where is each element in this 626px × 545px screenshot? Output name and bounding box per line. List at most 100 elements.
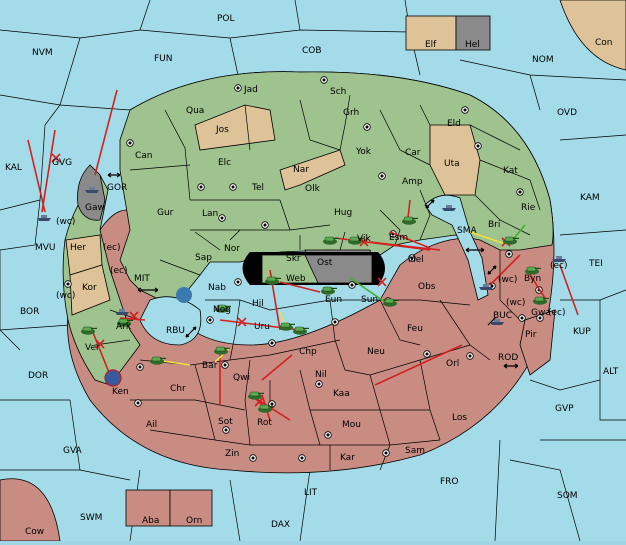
label-fun: FUN: [154, 54, 173, 64]
sea-sma[interactable]: [424, 194, 489, 301]
label-feu: Feu: [407, 324, 423, 334]
label-kup: KUP: [573, 327, 591, 337]
label-tel: Tel: [251, 183, 264, 193]
label-nil: Nil: [315, 370, 327, 380]
label-wc1: (wc): [56, 217, 75, 227]
province-pir[interactable]: [519, 309, 556, 376]
units: [37, 187, 566, 414]
province-kor[interactable]: [69, 264, 111, 316]
label-cow: Cow: [25, 527, 44, 537]
label-web: Web: [286, 274, 306, 284]
label-mit: MIT: [134, 274, 150, 284]
label-tei: TEI: [588, 259, 603, 269]
label-ovd: OVD: [557, 108, 577, 118]
label-ken: Ken: [112, 387, 129, 397]
label-olk: Olk: [305, 184, 321, 194]
label-wc3: (wc): [56, 291, 75, 301]
label-cob: COB: [302, 46, 322, 56]
label-esm: Esm: [389, 233, 408, 243]
label-jad: Jad: [243, 85, 258, 95]
province-elf[interactable]: [405, 15, 457, 51]
label-los: Los: [452, 413, 467, 423]
label-mvu: MVU: [35, 243, 56, 253]
label-gaw: Gaw: [85, 203, 105, 213]
label-nar: Nar: [293, 165, 309, 175]
label-byn: Byn: [524, 274, 541, 284]
province-nar[interactable]: [279, 149, 346, 191]
labels: POL Con Elf Hel NVM FUN COB NOM OVD Jad …: [5, 14, 619, 537]
label-bri: Bri: [488, 220, 500, 230]
province-ost-inner[interactable]: [304, 254, 373, 284]
label-wc4: (wc): [506, 298, 525, 308]
convoy-arrows: [107, 172, 519, 369]
label-kor: Kor: [82, 283, 97, 293]
label-rbu: RBU: [166, 326, 185, 336]
province-jos[interactable]: [194, 104, 276, 151]
province-borders: [94, 94, 541, 471]
label-gwa: Gwa: [531, 308, 551, 318]
label-ost: Ost: [317, 258, 333, 268]
label-ark: Ark: [116, 322, 132, 332]
label-kar: Kar: [340, 453, 355, 463]
label-jos: Jos: [215, 125, 229, 135]
label-her: Her: [70, 243, 86, 253]
label-bor: BOR: [20, 307, 39, 317]
label-orn: Orn: [186, 516, 202, 526]
label-orl: Orl: [446, 359, 459, 369]
label-dor: DOR: [28, 371, 48, 381]
label-kam: KAM: [580, 193, 600, 203]
label-ec1: (ec): [103, 243, 121, 253]
label-kaa: Kaa: [333, 389, 350, 399]
label-rot: Rot: [257, 418, 272, 428]
label-sma: SMA: [457, 226, 477, 236]
label-gor: GOR: [107, 183, 127, 193]
label-ec2: (ec): [110, 266, 128, 276]
label-kat: Kat: [503, 166, 518, 176]
label-ver: Ver: [85, 343, 100, 353]
label-chr: Chr: [170, 384, 186, 394]
label-nog: Nog: [213, 305, 231, 315]
label-mou: Mou: [342, 420, 361, 430]
label-neu: Neu: [367, 347, 385, 357]
label-alt: ALT: [603, 367, 619, 377]
province-aba[interactable]: [125, 489, 171, 527]
label-hug: Hug: [334, 208, 352, 218]
label-ec4: (ec): [548, 308, 566, 318]
label-nvm: NVM: [32, 48, 53, 58]
orders: [27, 89, 579, 421]
label-yok: Yok: [355, 147, 372, 157]
label-amp: Amp: [402, 177, 423, 187]
label-grh: Grh: [343, 108, 359, 118]
label-bar: Bar: [202, 361, 218, 371]
label-hil: Hil: [252, 299, 264, 309]
label-vik: Vik: [357, 234, 371, 244]
label-qua: Qua: [186, 106, 204, 116]
label-lan: Lan: [202, 209, 218, 219]
label-obs: Obs: [418, 282, 436, 292]
label-uta: Uta: [444, 159, 460, 169]
label-som: SOM: [557, 491, 578, 501]
label-mel: Mel: [408, 255, 424, 265]
label-ail: Ail: [146, 420, 157, 430]
label-swm: SWM: [80, 513, 102, 523]
province-orn[interactable]: [169, 489, 213, 527]
label-lit: LIT: [304, 488, 318, 498]
label-gvp: GVP: [555, 404, 574, 414]
label-hel: Hel: [465, 40, 480, 50]
province-hel[interactable]: [455, 15, 491, 51]
label-elc: Elc: [218, 158, 231, 168]
label-aba: Aba: [142, 516, 159, 526]
label-qwi: Qwi: [233, 373, 250, 383]
label-rie: Rie: [521, 203, 536, 213]
label-sot: Sot: [218, 417, 233, 427]
label-eld: Eld: [447, 119, 461, 129]
label-eun: Eun: [325, 295, 342, 305]
label-rod: ROD: [498, 353, 518, 363]
label-skr: Skr: [286, 254, 301, 264]
label-nab: Nab: [208, 283, 226, 293]
label-pol: POL: [217, 14, 235, 24]
label-fro: FRO: [440, 477, 459, 487]
label-can: Can: [135, 151, 153, 161]
